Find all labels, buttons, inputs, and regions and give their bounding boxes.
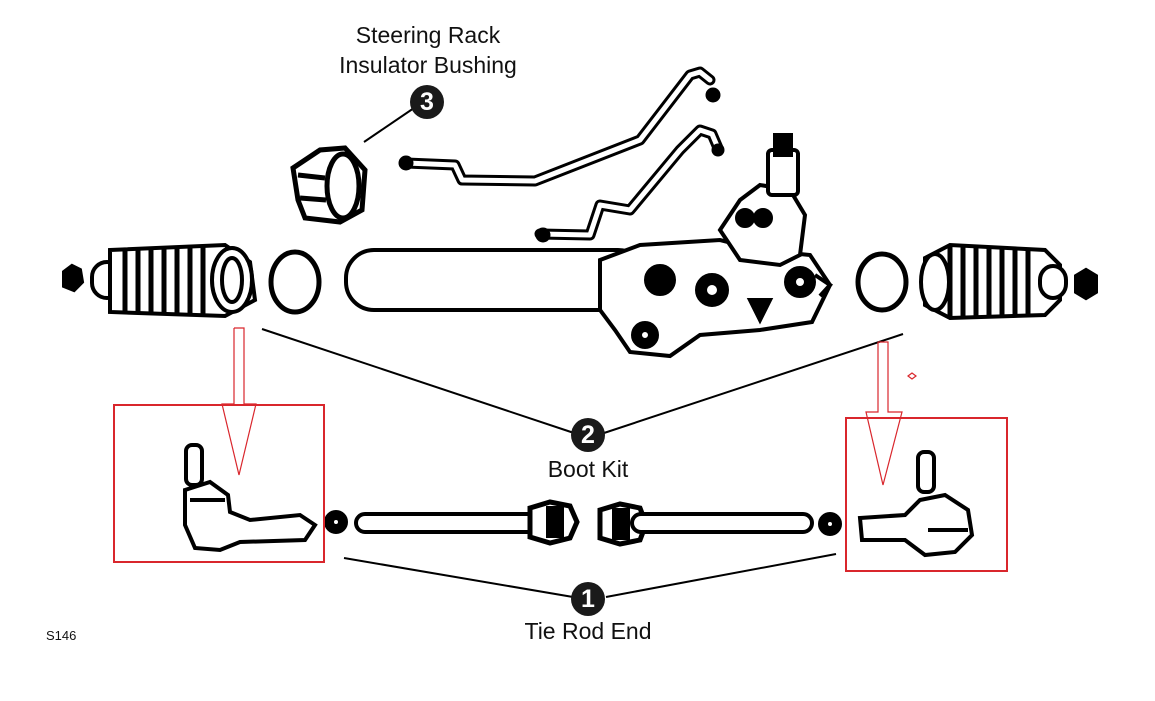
down-arrow-icon	[221, 327, 257, 476]
callout-label-boot-kit: Boot Kit	[547, 456, 629, 482]
leader-lines	[261, 107, 904, 598]
callout-label-bushing-line2: Insulator Bushing	[339, 52, 517, 78]
callout-label-tie-rod-end: Tie Rod End	[524, 618, 652, 644]
small-red-mark	[907, 372, 917, 380]
inner-tie-rod-icon	[324, 499, 842, 547]
callout-badge-3: 3	[410, 85, 444, 119]
bellows-boot-icon	[919, 242, 1098, 321]
highlight-box-right	[845, 417, 1008, 572]
bellows-boot-icon	[62, 242, 258, 319]
down-arrow-icon	[865, 341, 903, 486]
boot-clamp-ring-left	[268, 249, 322, 315]
highlight-box-left	[113, 404, 325, 563]
insulator-bushing-icon	[290, 145, 368, 225]
boot-clamp-ring-right	[855, 251, 909, 313]
callout-badge-2: 2	[571, 418, 605, 452]
callout-label-bushing-line1: Steering Rack	[355, 22, 501, 48]
tie-rod-end-icon	[857, 450, 975, 558]
hydraulic-line-icon	[398, 66, 725, 243]
callout-badge-1: 1	[571, 582, 605, 616]
figure-code: S146	[46, 628, 77, 643]
tie-rod-end-icon	[183, 443, 318, 553]
steering-rack-illustration	[344, 133, 834, 359]
